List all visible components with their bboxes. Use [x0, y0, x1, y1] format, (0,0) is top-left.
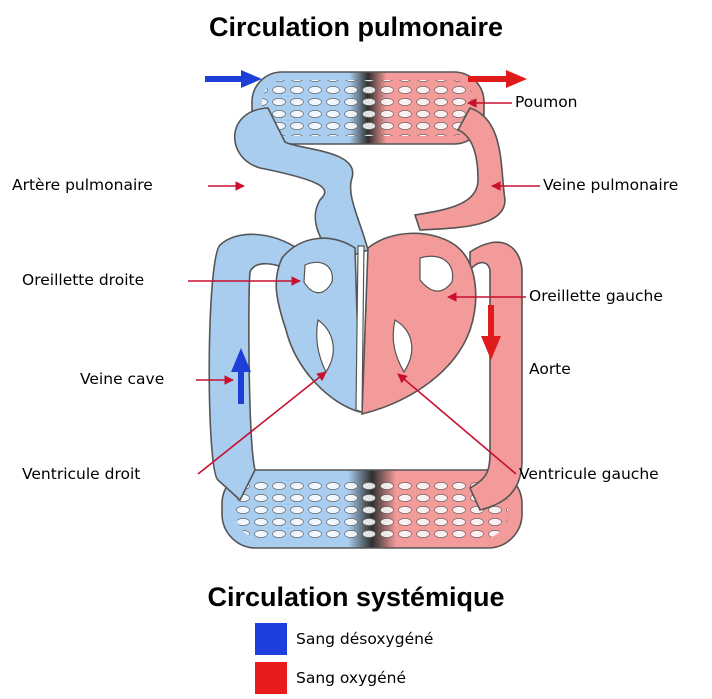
label-artere-pulmonaire: Artère pulmonaire: [12, 176, 153, 194]
label-ventricule-gauche: Ventricule gauche: [519, 465, 659, 483]
label-veine-pulmonaire: Veine pulmonaire: [543, 176, 678, 194]
legend-item-deoxygenated: Sang désoxygéné: [255, 623, 433, 655]
heart-left-side: [362, 233, 476, 414]
title-systemic: Circulation systémique: [0, 582, 712, 613]
label-oreillette-gauche: Oreillette gauche: [529, 287, 663, 305]
legend-item-oxygenated: Sang oxygéné: [255, 662, 406, 694]
legend-label-deoxygenated: Sang désoxygéné: [296, 630, 433, 648]
flow-arrow-top-left: [205, 70, 262, 88]
systemic-capillary-bed: [222, 470, 522, 548]
lung-capillary-bed: [252, 72, 484, 144]
label-poumon: Poumon: [515, 93, 578, 111]
legend-swatch-red: [255, 662, 287, 694]
legend-swatch-blue: [255, 623, 287, 655]
title-pulmonary: Circulation pulmonaire: [0, 12, 712, 43]
label-veine-cave: Veine cave: [80, 370, 164, 388]
label-aorte: Aorte: [529, 360, 571, 378]
label-oreillette-droite: Oreillette droite: [22, 271, 144, 289]
legend-label-oxygenated: Sang oxygéné: [296, 669, 406, 687]
label-ventricule-droit: Ventricule droit: [22, 465, 140, 483]
